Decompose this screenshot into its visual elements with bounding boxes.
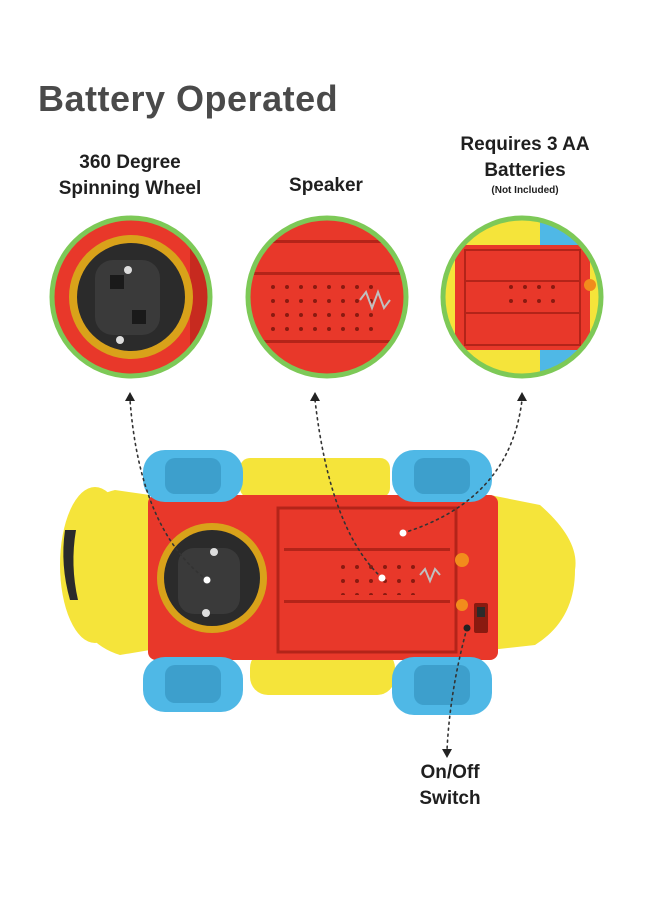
- battery-compartment: [276, 506, 458, 654]
- wheel-front-left: [143, 450, 243, 502]
- callout-line-batteries: [402, 399, 523, 534]
- wheel-front-right: [392, 450, 492, 502]
- batteries-label-line2: Batteries: [484, 160, 566, 181]
- callout-dot-wheel: [203, 576, 211, 584]
- batteries-label: Requires 3 AA Batteries (Not Included): [440, 132, 610, 198]
- page-title: Battery Operated: [38, 78, 339, 119]
- spinning-wheel-label-line1: 360 Degree: [79, 152, 181, 173]
- spinning-wheel-label: 360 Degree Spinning Wheel: [40, 150, 220, 202]
- wheel-rear-left: [143, 657, 243, 712]
- callout-line-speaker: [314, 399, 383, 579]
- arrowhead-switch: [442, 749, 452, 758]
- callout-arrowheads: [125, 392, 527, 758]
- zoom-lens-batteries: [440, 215, 604, 379]
- batteries-label-line1: Requires 3 AA: [460, 134, 590, 155]
- spinning-wheel-label-line2: Spinning Wheel: [58, 178, 202, 199]
- on-off-switch-label-line1: On/Off: [420, 762, 480, 783]
- callout-line-wheel: [129, 399, 208, 581]
- callout-dot-switch: [463, 624, 471, 632]
- zoom-lens-spinning-wheel: [49, 215, 213, 379]
- on-off-switch-label: On/Off Switch: [395, 760, 505, 812]
- callout-dot-batteries: [399, 529, 407, 537]
- speaker-label-text: Speaker: [289, 175, 363, 196]
- arrowhead-speaker: [310, 392, 320, 401]
- on-off-switch-label-line2: Switch: [419, 788, 481, 809]
- spinning-wheel: [157, 523, 267, 633]
- callout-line-switch: [446, 627, 468, 751]
- on-off-switch: [455, 553, 488, 633]
- arrowhead-batteries: [517, 392, 527, 401]
- speaker-label: Speaker: [256, 173, 396, 199]
- batteries-not-included-note: (Not Included): [491, 185, 559, 196]
- arrowhead-wheel: [125, 392, 135, 401]
- zoom-lens-speaker: [245, 215, 409, 379]
- wheel-rear-right: [392, 657, 492, 715]
- toy-car: [60, 450, 576, 715]
- callout-dot-speaker: [378, 574, 386, 582]
